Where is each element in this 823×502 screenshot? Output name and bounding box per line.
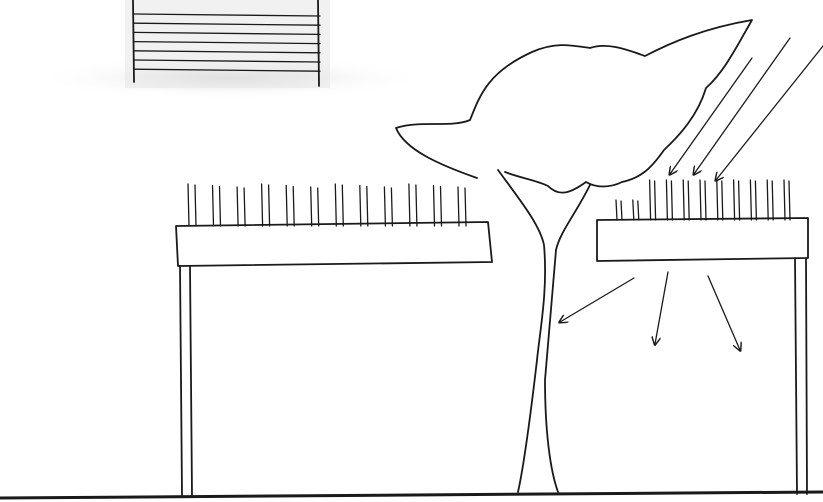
canopy-left — [176, 184, 492, 495]
canopy-fin — [700, 180, 706, 220]
canopy-fin — [262, 184, 270, 226]
canopy-fin — [360, 186, 368, 227]
tree — [396, 20, 752, 492]
diffusion-arrow — [655, 272, 668, 344]
ground-line — [0, 492, 823, 498]
tree-trunk-left — [498, 170, 545, 492]
tree-trunk-right — [545, 185, 590, 492]
canopy-fin — [188, 184, 196, 226]
canopy-fin — [784, 180, 790, 220]
canopy-fin — [335, 184, 343, 226]
diffusion-arrow — [708, 276, 740, 350]
canopy-fin — [434, 186, 442, 227]
canopy-left-post-a — [180, 266, 182, 495]
canopy-right-post-a — [795, 258, 797, 494]
canopy-left-post-b — [190, 266, 192, 495]
canopy-fin — [750, 180, 756, 220]
diffusion-arrow — [560, 278, 634, 322]
canopy-fin — [666, 180, 672, 220]
canopy-fin — [717, 180, 723, 220]
canopy-fin — [734, 180, 740, 220]
canopy-right-post-b — [806, 258, 807, 494]
canopy-fin — [633, 200, 639, 220]
canopy-fin — [650, 180, 656, 220]
canopy-fin — [458, 187, 466, 226]
fins-right — [616, 180, 790, 220]
canopy-fin — [237, 187, 245, 226]
sun-rays — [670, 38, 823, 180]
light-diffusion-arrows — [560, 272, 740, 350]
canopy-right — [597, 180, 808, 494]
canopy-fin — [384, 187, 392, 226]
fins-left — [188, 184, 466, 226]
canopy-fin — [767, 180, 773, 220]
louvre-window — [30, 0, 430, 100]
canopy-fin — [616, 200, 622, 220]
canopy-left-slab — [176, 222, 492, 266]
canopy-right-slab — [597, 218, 808, 261]
sun-ray-arrow — [670, 58, 752, 174]
canopy-fin — [409, 184, 417, 226]
canopy-fin — [683, 180, 689, 220]
canopy-fin — [213, 186, 221, 227]
canopy-fin — [286, 186, 294, 227]
canopy-fin — [311, 187, 319, 226]
